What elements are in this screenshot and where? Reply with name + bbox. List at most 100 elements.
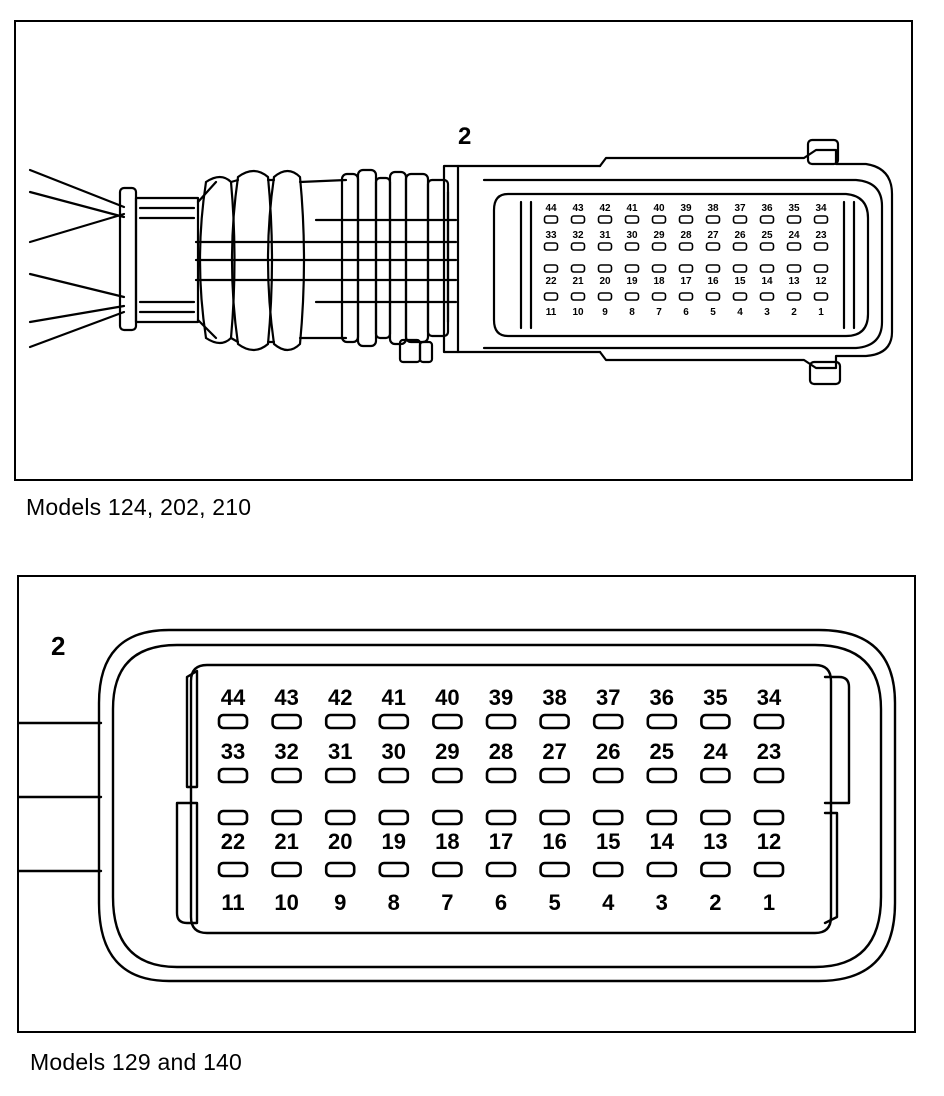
pin-number-label: 13 — [703, 829, 727, 854]
pin-number-label: 34 — [757, 685, 782, 710]
pin-slot — [597, 242, 613, 251]
pin-slot — [759, 264, 775, 273]
pin-slot — [597, 264, 613, 273]
pin-slot — [217, 809, 249, 826]
pin-number-label: 16 — [707, 276, 719, 287]
pin-number-label: 38 — [542, 685, 566, 710]
pin-slot — [732, 242, 748, 251]
pin-number-label: 39 — [489, 685, 513, 710]
pin-slot — [624, 215, 640, 224]
pin-slot — [597, 215, 613, 224]
pin-slot — [543, 242, 559, 251]
pin-number-label: 28 — [489, 739, 513, 764]
pin-number-label: 12 — [757, 829, 781, 854]
pin-number-label: 11 — [546, 307, 557, 318]
pin-number-label: 19 — [626, 276, 638, 287]
pin-number-label: 8 — [629, 307, 635, 318]
pin-slot — [592, 713, 624, 730]
pin-slot — [813, 215, 829, 224]
pin-number-label: 29 — [435, 739, 459, 764]
pin-number-label: 32 — [572, 230, 584, 241]
pin-number-label: 21 — [572, 276, 584, 287]
pin-slot — [705, 215, 721, 224]
pin-slot — [651, 292, 667, 301]
pin-slot — [700, 767, 731, 784]
pin-slot — [592, 861, 624, 878]
pin-number-label: 31 — [328, 739, 352, 764]
pin-slot — [700, 713, 731, 730]
figure-caption: Models 129 and 140 — [30, 1049, 243, 1075]
pin-slot — [646, 861, 678, 878]
pin-slot — [705, 242, 721, 251]
pin-number-label: 9 — [334, 890, 346, 915]
pin-number-label: 15 — [734, 276, 746, 287]
pin-number-label: 36 — [650, 685, 674, 710]
pin-number-label: 1 — [763, 890, 775, 915]
pin-number-label: 2 — [791, 307, 797, 318]
pin-number-label: 7 — [656, 307, 662, 318]
pin-number-label: 11 — [221, 890, 244, 915]
pin-slot — [705, 292, 721, 301]
pin-number-label: 9 — [602, 307, 608, 318]
pin-number-label: 4 — [602, 890, 615, 915]
pin-number-label: 10 — [274, 890, 298, 915]
pin-number-label: 3 — [656, 890, 668, 915]
figure-caption: Models 124, 202, 210 — [26, 494, 252, 520]
pin-slot — [678, 215, 694, 224]
pin-number-label: 30 — [382, 739, 406, 764]
pin-slot — [646, 767, 678, 784]
pin-slot — [624, 264, 640, 273]
pin-slot — [646, 713, 678, 730]
pin-number-label: 7 — [441, 890, 453, 915]
pin-slot — [324, 767, 356, 784]
pin-slot — [705, 264, 721, 273]
pin-slot — [592, 809, 624, 826]
pin-slot — [271, 861, 302, 878]
pin-number-label: 43 — [572, 203, 584, 214]
pin-number-label: 24 — [788, 230, 800, 241]
connector-collar — [340, 168, 450, 364]
pin-slot — [651, 264, 667, 273]
pin-slot — [271, 809, 302, 826]
pin-slot — [786, 264, 802, 273]
pin-slot — [678, 292, 694, 301]
pin-number-label: 25 — [761, 230, 773, 241]
pin-number-label: 33 — [545, 230, 557, 241]
pin-slot — [813, 264, 829, 273]
pin-slot — [759, 242, 775, 251]
pin-slot — [624, 242, 640, 251]
pin-slot — [753, 713, 785, 730]
pin-number-label: 27 — [707, 230, 719, 241]
pin-number-label: 3 — [764, 307, 770, 318]
cable-ferrule — [118, 186, 200, 332]
pin-slot — [432, 809, 463, 826]
pin-slot — [678, 264, 694, 273]
pin-number-label: 40 — [435, 685, 459, 710]
pin-slot — [732, 264, 748, 273]
pin-slot — [570, 264, 586, 273]
pin-slot — [543, 264, 559, 273]
pin-number-label: 18 — [435, 829, 459, 854]
pin-number-label: 34 — [815, 203, 827, 214]
pin-slot — [753, 767, 785, 784]
pin-number-label: 26 — [596, 739, 620, 764]
wire-leads — [17, 721, 103, 873]
callout-number: 2 — [458, 123, 471, 150]
pin-number-label: 14 — [650, 829, 675, 854]
pin-number-label: 44 — [545, 203, 557, 214]
pin-slot — [651, 242, 667, 251]
pin-slot — [485, 713, 517, 730]
rubber-boot — [194, 169, 458, 352]
pin-slot — [485, 809, 517, 826]
pin-slot — [432, 767, 463, 784]
pin-number-label: 10 — [572, 307, 584, 318]
pin-slot — [432, 713, 463, 730]
pin-slot — [786, 292, 802, 301]
pin-number-label: 35 — [788, 203, 800, 214]
pin-slot — [378, 809, 410, 826]
pin-number-label: 2 — [709, 890, 721, 915]
callout-number: 2 — [51, 631, 65, 661]
